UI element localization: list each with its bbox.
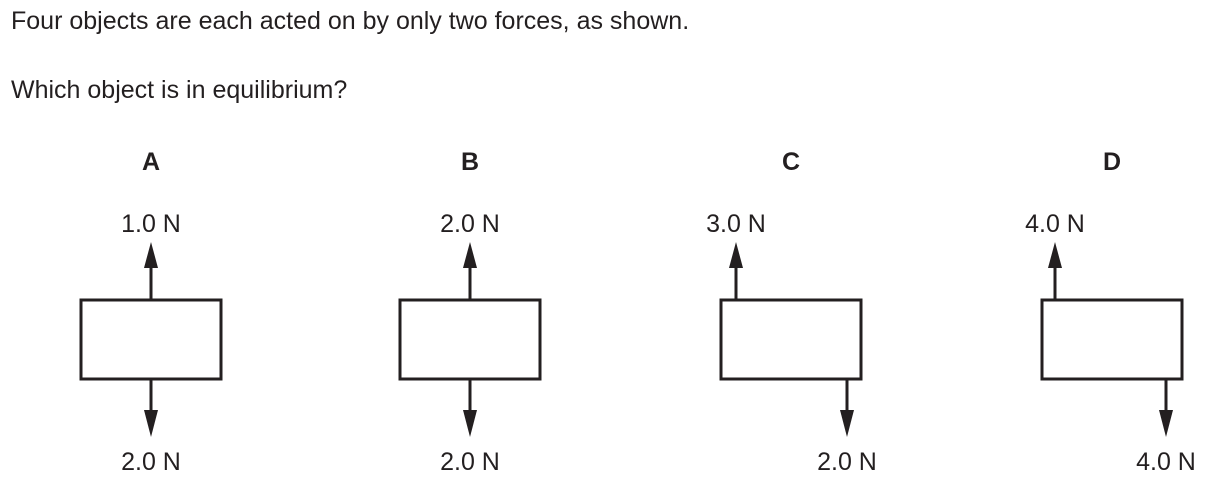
- question-line-2: Which object is in equilibrium?: [11, 76, 348, 104]
- option-a-object-box: [79, 298, 223, 381]
- option-b-down-arrowhead: [463, 410, 477, 437]
- option-d-object-box: [1040, 298, 1184, 381]
- option-a-bottom-force: 2.0 N: [121, 448, 181, 476]
- option-b: B 2.0 N 2.0 N: [398, 148, 542, 476]
- option-c: C 3.0 N 2.0 N: [706, 148, 877, 476]
- option-d-bottom-force: 4.0 N: [1136, 448, 1196, 476]
- option-c-down-arrowhead: [840, 410, 854, 437]
- option-a-up-arrowhead: [144, 242, 158, 268]
- question-line-1: Four objects are each acted on by only t…: [11, 7, 690, 35]
- option-c-up-arrowhead: [729, 242, 743, 268]
- option-b-bottom-force: 2.0 N: [440, 448, 500, 476]
- option-a-down-arrowhead: [144, 410, 158, 437]
- option-a-top-force: 1.0 N: [121, 210, 181, 238]
- option-d-up-arrowhead: [1048, 242, 1062, 268]
- option-c-object-box: [719, 298, 863, 381]
- option-d-top-force: 4.0 N: [1025, 210, 1085, 238]
- option-b-object-box: [398, 298, 542, 381]
- option-c-top-force: 3.0 N: [706, 210, 766, 238]
- option-b-top-force: 2.0 N: [440, 210, 500, 238]
- option-d-down-arrowhead: [1159, 410, 1173, 437]
- option-d-label: D: [1103, 148, 1121, 176]
- option-c-label: C: [782, 148, 800, 176]
- option-b-label: B: [461, 148, 479, 176]
- option-a: A 1.0 N 2.0 N: [79, 148, 223, 476]
- option-d: D 4.0 N 4.0 N: [1025, 148, 1196, 476]
- option-c-bottom-force: 2.0 N: [817, 448, 877, 476]
- option-a-label: A: [142, 148, 160, 176]
- option-b-up-arrowhead: [463, 242, 477, 268]
